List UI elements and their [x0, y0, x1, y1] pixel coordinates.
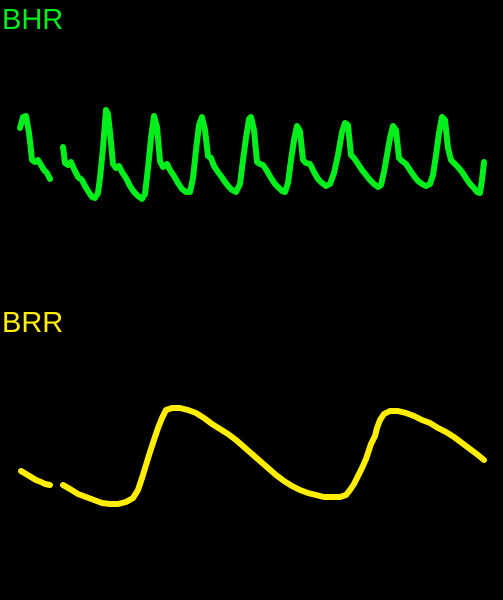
bhr-waveform-segment	[17, 113, 53, 182]
bhr-waveform-segment	[60, 107, 487, 202]
bhr-channel-label: BHR	[2, 4, 64, 36]
brr-waveform-segment	[18, 468, 53, 488]
brr-waveform-segment	[60, 405, 487, 507]
brr-channel-label: BRR	[2, 307, 64, 339]
